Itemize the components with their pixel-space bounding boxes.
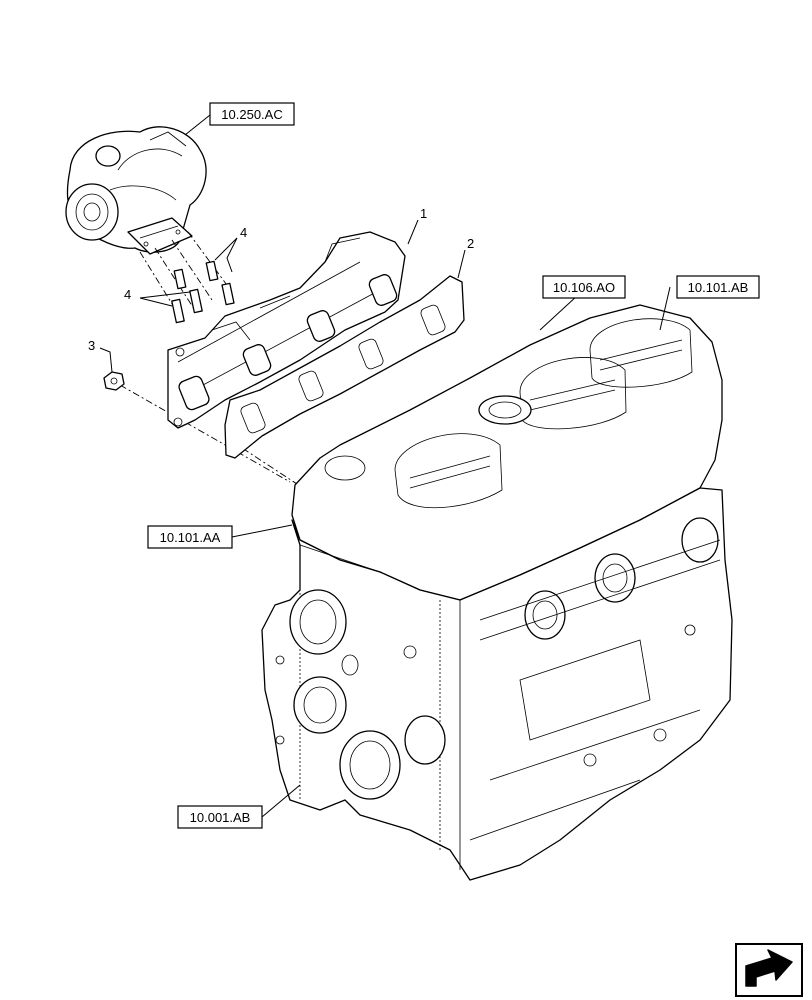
ref-box-engine-block[interactable]: 10.001.AB (177, 805, 263, 829)
svg-text:10.101.AA: 10.101.AA (160, 530, 221, 545)
ref-box-engine-block-top[interactable]: 10.101.AA (147, 525, 233, 549)
next-page-arrow-icon[interactable] (735, 943, 803, 997)
svg-text:10.001.AB: 10.001.AB (190, 810, 251, 825)
studs-drawing (171, 260, 235, 324)
callout-3: 3 (88, 338, 95, 353)
exhaust-manifold-drawing (167, 231, 406, 429)
svg-text:10.101.AB: 10.101.AB (688, 280, 749, 295)
callout-2: 2 (467, 236, 474, 251)
callout-4-lower: 4 (124, 287, 131, 302)
svg-text:10.250.AC: 10.250.AC (221, 107, 282, 122)
nut-drawing (103, 371, 125, 391)
ref-box-cylinder-head[interactable]: 10.101.AB (676, 275, 760, 299)
ref-box-cylinder-head-cover[interactable]: 10.106.AO (542, 275, 626, 299)
callout-1: 1 (420, 206, 427, 221)
turbocharger-drawing (65, 126, 207, 255)
callout-4-upper: 4 (240, 225, 247, 240)
manifold-gasket-drawing (224, 275, 465, 459)
svg-text:10.106.AO: 10.106.AO (553, 280, 615, 295)
leader-lines (99, 114, 671, 818)
engine-block-drawing (261, 304, 733, 881)
ref-box-turbocharger[interactable]: 10.250.AC (209, 102, 295, 126)
